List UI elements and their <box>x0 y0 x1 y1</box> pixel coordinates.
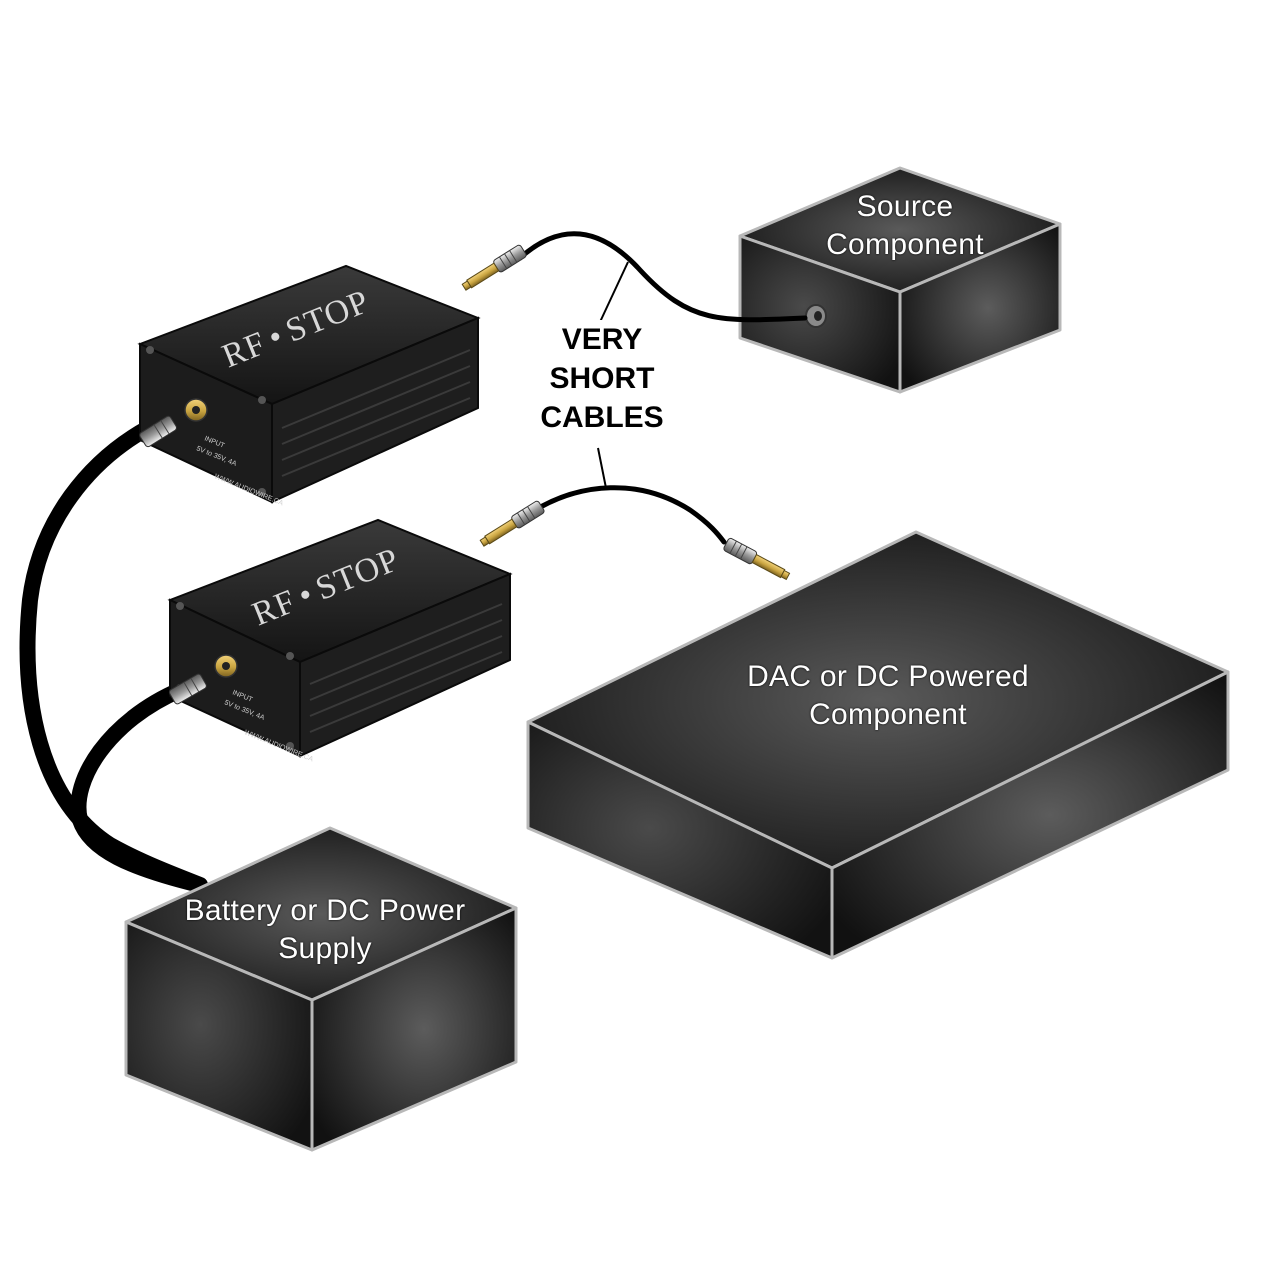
dac-label-line2: Component <box>809 698 967 731</box>
callout-line2: SHORT <box>549 362 655 395</box>
filter-lower-cable-connector <box>168 673 207 705</box>
callout-pointers <box>597 261 629 489</box>
filter-upper-cable-connector <box>139 415 177 448</box>
filter-upper-input-jack <box>184 398 208 422</box>
power-supply-box <box>124 826 518 1152</box>
filter-lower-input-jack <box>214 654 238 678</box>
source-component-label: Source Component <box>800 188 1010 264</box>
power-label-line1: Battery or DC Power <box>184 894 466 927</box>
rf-stop-filter-upper: RF•STOP INPUT 5V to 35V, 4A WWW.AUDIOWIR… <box>137 264 481 508</box>
very-short-cables-callout: VERY SHORT CABLES <box>540 320 664 437</box>
source-dc-jack <box>805 304 827 328</box>
dac-component-label: DAC or DC Powered Component <box>728 658 1048 734</box>
source-component-box <box>738 166 1062 394</box>
dac-component-box <box>526 530 1230 960</box>
bottom-cable-plug-right <box>723 537 791 581</box>
bottom-cable-plug-left <box>479 500 545 547</box>
callout-line3: CABLES <box>540 401 664 434</box>
top-cable-plug <box>461 244 527 291</box>
callout-line1: VERY <box>561 323 643 356</box>
power-label-line2: Supply <box>278 932 372 965</box>
short-cables <box>517 231 808 545</box>
dac-label-line1: DAC or DC Powered <box>747 660 1029 693</box>
power-cables <box>19 420 208 893</box>
rf-stop-filter-lower: RF•STOP INPUT 5V to 35V, 4A WWW.AUDIOWIR… <box>167 518 513 764</box>
power-supply-label: Battery or DC Power Supply <box>170 892 480 968</box>
source-label-line2: Component <box>826 228 984 261</box>
source-label-line1: Source <box>856 190 954 223</box>
